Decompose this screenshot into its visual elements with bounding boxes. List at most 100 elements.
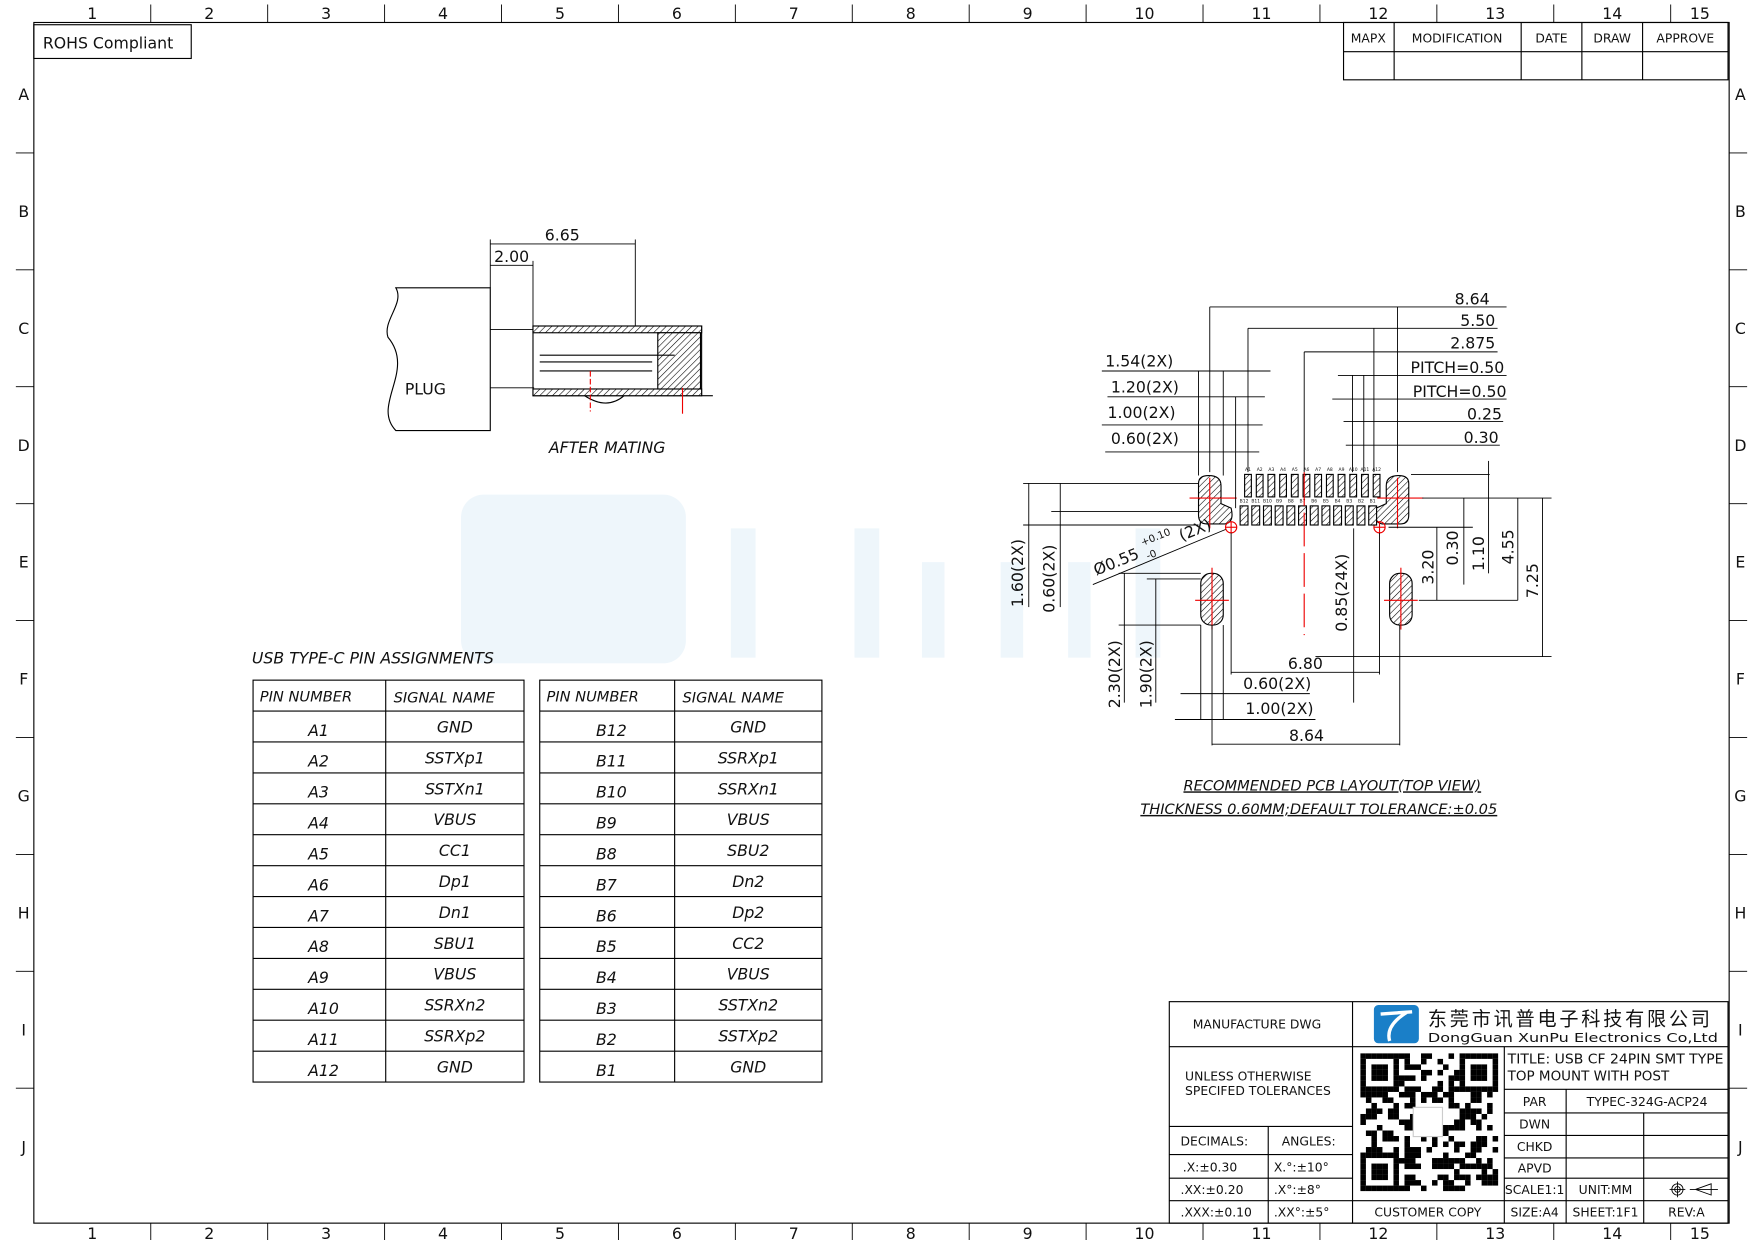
dim-4-55: 4.55 — [1498, 529, 1517, 564]
pad-b — [1239, 505, 1249, 526]
pin-number: A12 — [307, 1061, 339, 1080]
drawing-frame: 1122334455667788991010111112121313141415… — [15, 4, 1748, 1240]
column-label-bottom: 4 — [438, 1224, 448, 1240]
rohs-box: ROHS Compliant — [33, 24, 192, 60]
pad-label-a: A10 — [1349, 467, 1358, 473]
pad-label-b: B3 — [1346, 499, 1352, 505]
pad-b — [1333, 505, 1343, 526]
pad-label-a: A8 — [1327, 467, 1333, 473]
pad-b — [1356, 505, 1366, 526]
signal-name: SBU2 — [727, 841, 769, 860]
decimal-tol-2: .XX:±0.20 — [1181, 1183, 1244, 1197]
row-label-left: A — [18, 85, 29, 104]
dim-0-60-v: 0.60(2X) — [1040, 545, 1059, 613]
column-label-bottom: 9 — [1023, 1224, 1033, 1240]
title-block: MANUFACTURE DWG 东莞市讯普电子科技有限公司 DongGuan X… — [1168, 1001, 1729, 1224]
signal-name: CC1 — [439, 841, 471, 860]
pin-number: B2 — [596, 1030, 617, 1049]
dim-8-64-b: 8.64 — [1289, 726, 1324, 745]
pad-b — [1309, 505, 1319, 526]
hole-diameter: Ø0.55 — [1091, 544, 1142, 579]
rev-header-approve: APPROVE — [1656, 32, 1714, 46]
column-label-bottom: 7 — [789, 1224, 799, 1240]
pad-label-b: B11 — [1251, 499, 1260, 505]
row-label-right: J — [1737, 1137, 1743, 1156]
rev-label: REV:A — [1668, 1205, 1705, 1219]
header-signal-name: SIGNAL NAME — [683, 690, 785, 707]
pin-number: B6 — [596, 906, 617, 925]
signal-name: SSRXp1 — [718, 748, 779, 767]
column-label-bottom: 12 — [1368, 1224, 1388, 1240]
pin-number: A10 — [307, 999, 339, 1018]
pin-number: A6 — [307, 875, 329, 894]
signal-name: Dn2 — [732, 872, 764, 891]
row-label-left: F — [19, 670, 28, 689]
rev-header-modification: MODIFICATION — [1412, 32, 1503, 46]
column-label-bottom: 15 — [1690, 1224, 1710, 1240]
pin-number: A8 — [307, 937, 329, 956]
dim-top-2-875: 2.875 — [1450, 334, 1495, 353]
pad-b — [1368, 505, 1378, 526]
dim-7-25: 7.25 — [1523, 563, 1542, 598]
par-value: TYPEC-324G-ACP24 — [1586, 1095, 1708, 1109]
tolerances-line2: SPECIFED TOLERANCES — [1185, 1084, 1331, 1098]
dim-1-00: 1.00(2X) — [1107, 403, 1175, 422]
signal-name: GND — [730, 1057, 766, 1076]
top-left-slot — [1197, 474, 1233, 525]
pad-a — [1244, 473, 1252, 498]
row-label-right: B — [1735, 202, 1746, 221]
mating-caption: AFTER MATING — [548, 438, 666, 457]
watermark-logo — [461, 494, 1161, 664]
revision-block: MAPX MODIFICATION DATE DRAW APPROVE — [1342, 21, 1729, 81]
pcb-layout: A1B12A2B11A3B10A4B9A5B8A6B7A7B6A8B5A9B4A… — [1008, 290, 1552, 818]
pin-number: B11 — [596, 752, 627, 771]
pad-label-a: A12 — [1372, 467, 1381, 473]
pin-number: B9 — [596, 814, 617, 833]
pad-label-a: A11 — [1361, 467, 1370, 473]
par-label: PAR — [1523, 1095, 1547, 1109]
angle-tol-2: .X°:±8° — [1274, 1183, 1321, 1197]
pad-label-b: B6 — [1311, 499, 1317, 505]
pin-number: A5 — [307, 844, 329, 863]
row-label-right: C — [1735, 319, 1746, 338]
pad-a — [1360, 473, 1369, 498]
row-label-right: A — [1735, 85, 1746, 104]
signal-name: VBUS — [433, 810, 476, 829]
column-label-top: 14 — [1602, 4, 1622, 23]
row-label-left: B — [18, 202, 29, 221]
qr-center-logo — [1412, 1106, 1444, 1138]
pad-a — [1314, 473, 1323, 498]
signal-name: Dp2 — [732, 903, 764, 922]
pad-label-a: A2 — [1257, 467, 1263, 473]
pad-label-b: B10 — [1263, 499, 1272, 505]
signal-name: SSTXp1 — [425, 748, 485, 767]
pad-label-b: B9 — [1276, 499, 1282, 505]
pin-number: B12 — [596, 721, 627, 740]
signal-name: SSTXn1 — [425, 779, 485, 798]
pad-b — [1274, 505, 1284, 526]
dim-1-10: 1.10 — [1469, 536, 1488, 571]
column-label-bottom: 10 — [1135, 1224, 1155, 1240]
pin-assignments-title: USB TYPE-C PIN ASSIGNMENTS — [252, 648, 494, 667]
qr-code — [1360, 1053, 1499, 1192]
column-label-bottom: 3 — [321, 1224, 331, 1240]
rev-header-mapx: MAPX — [1351, 32, 1387, 46]
pad-label-b: B1 — [1370, 499, 1376, 505]
pad-b — [1286, 505, 1296, 526]
pad-a — [1372, 473, 1381, 498]
column-label-top: 7 — [789, 4, 799, 23]
hole-tol-minus: -0 — [1145, 548, 1158, 562]
